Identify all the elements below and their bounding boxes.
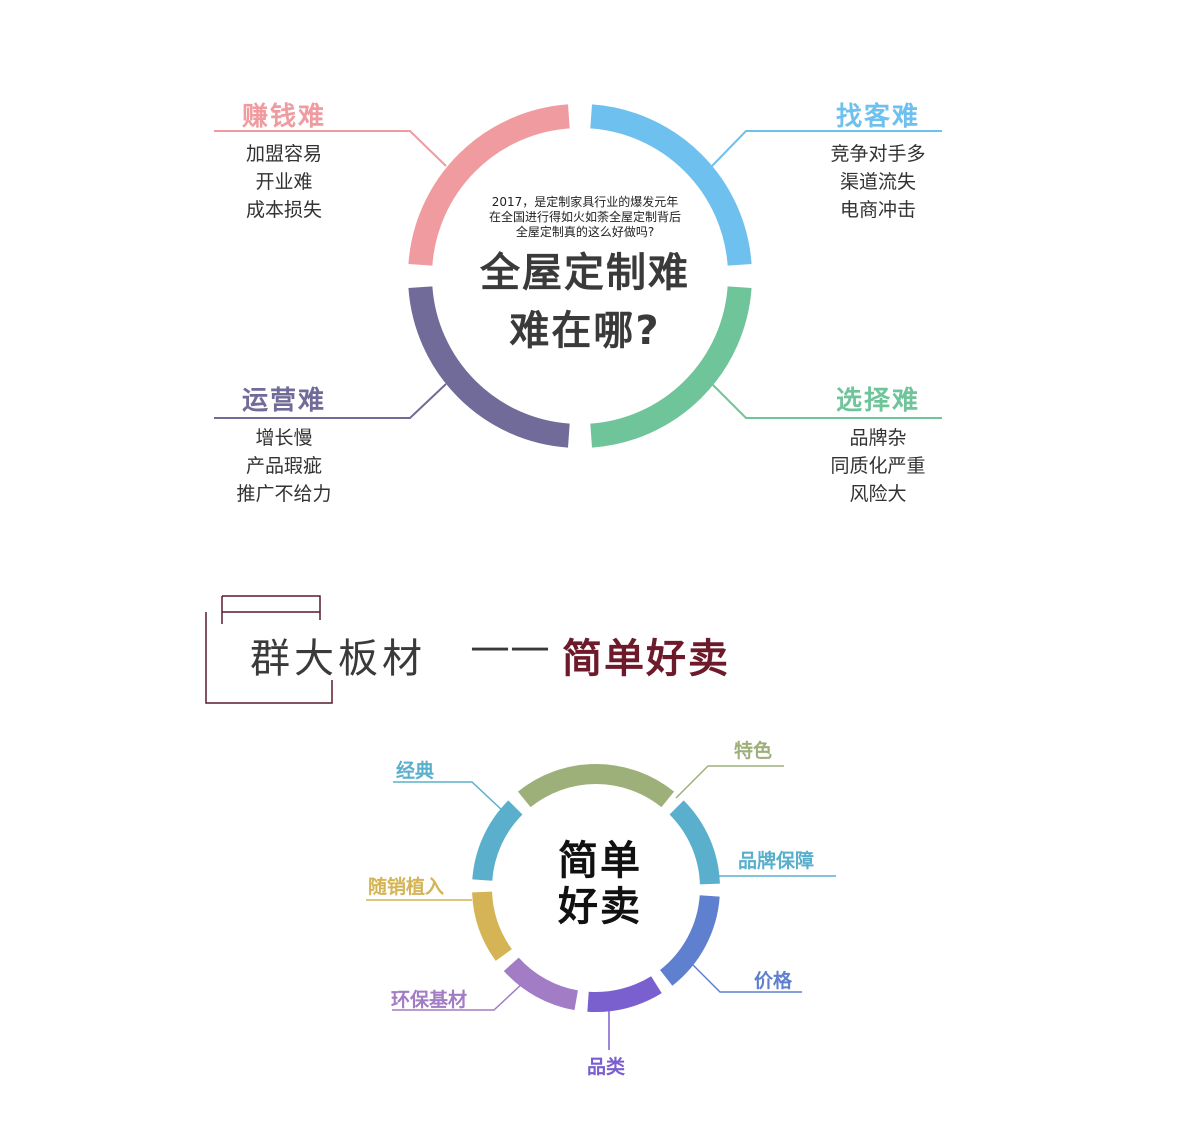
segment-label-eco-material: 环保基材 <box>391 989 468 1011</box>
segment-label-price: 价格 <box>754 970 793 992</box>
quadrant-item: 风险大 <box>849 483 907 505</box>
frame-line-top-right <box>222 595 321 620</box>
ring-arc-choice <box>590 286 752 448</box>
intro-line: 全屋定制真的这么好做吗? <box>515 225 655 239</box>
ring-arc-operations <box>408 286 570 448</box>
ring-arc-earning <box>408 104 570 266</box>
brand-name: 群大板材 <box>250 636 426 682</box>
heading-frame <box>205 595 333 704</box>
quadrant-item: 品牌杂 <box>849 427 907 449</box>
headline-line: 难在哪? <box>509 308 661 354</box>
quadrant-item: 产品瑕疵 <box>245 455 322 477</box>
quadrant-operations-items: 增长慢 产品瑕疵 推广不给力 <box>214 424 354 508</box>
quadrant-choice-items: 品牌杂 同质化严重 风险大 <box>808 424 948 508</box>
intro-line: 在全国进行得如火如荼全屋定制背后 <box>488 210 681 224</box>
quadrant-item: 加盟容易 <box>245 143 322 165</box>
slogan: 简单好卖 <box>562 636 730 682</box>
ring-arc-brand-guarantee <box>669 800 720 885</box>
ring-arc-price <box>659 894 720 986</box>
quadrant-title-choice: 选择难 <box>835 386 920 416</box>
ring-arc-category <box>587 976 662 1012</box>
leader-line-earning <box>214 130 447 167</box>
main-headline: 全屋定制难 难在哪? <box>440 244 730 360</box>
headline-line: 全屋定制难 <box>480 250 690 296</box>
top-leader-lines <box>214 130 942 419</box>
quadrant-title-customers: 找客难 <box>835 102 920 132</box>
leader-line-price <box>691 963 802 993</box>
quadrant-item: 同质化严重 <box>830 455 926 477</box>
leader-line-feature <box>675 765 784 799</box>
segment-label-sales-embed: 随销植入 <box>368 876 445 898</box>
leader-line-classic <box>393 781 505 813</box>
intro-text: 2017，是定制家具行业的爆发元年 在全国进行得如火如荼全屋定制背后 全屋定制真… <box>450 195 720 240</box>
bottom-leader-lines <box>366 765 836 1050</box>
bottom-center-text: 简单 好卖 <box>538 838 662 930</box>
quadrant-title-earning: 赚钱难 <box>241 102 326 132</box>
top-ring <box>408 104 752 448</box>
ring-arc-eco-material <box>503 957 579 1011</box>
leader-line-operations <box>214 383 447 419</box>
center-line: 简单 <box>558 838 642 884</box>
frame-line-outer <box>205 612 333 704</box>
leader-line-choice <box>711 383 942 419</box>
quadrant-item: 竞争对手多 <box>830 143 926 165</box>
quadrant-item: 开业难 <box>255 171 313 193</box>
ring-arc-sales-embed <box>472 891 513 961</box>
segment-label-brand-guarantee: 品牌保障 <box>738 850 815 872</box>
ring-arc-customers <box>590 104 752 266</box>
quadrant-item: 成本损失 <box>245 199 322 221</box>
ring-arc-classic <box>472 800 523 882</box>
heading-dash: —— <box>470 624 550 670</box>
leader-line-customers <box>711 130 942 167</box>
quadrant-title-operations: 运营难 <box>241 386 326 416</box>
quadrant-item: 电商冲击 <box>839 199 916 221</box>
leader-line-eco-material <box>392 981 525 1011</box>
bottom-ring <box>472 764 720 1012</box>
quadrant-item: 渠道流失 <box>839 171 916 193</box>
quadrant-customers-items: 竞争对手多 渠道流失 电商冲击 <box>808 140 948 224</box>
segment-label-feature: 特色 <box>734 740 773 762</box>
quadrant-item: 增长慢 <box>255 427 313 449</box>
center-line: 好卖 <box>558 884 642 930</box>
quadrant-earning-items: 加盟容易 开业难 成本损失 <box>224 140 344 224</box>
segment-label-classic: 经典 <box>396 760 435 782</box>
segment-label-category: 品类 <box>587 1056 626 1078</box>
ring-arc-feature <box>517 764 675 808</box>
quadrant-item: 推广不给力 <box>236 483 332 505</box>
intro-line: 2017，是定制家具行业的爆发元年 <box>491 195 679 209</box>
